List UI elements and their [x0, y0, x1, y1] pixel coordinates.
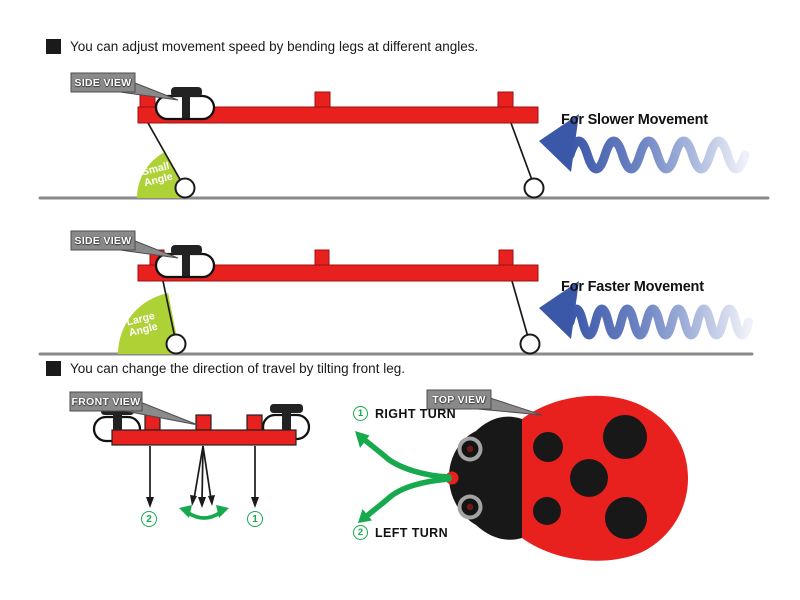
- heading-text: You can adjust movement speed by bending…: [70, 39, 479, 54]
- bolt-stem: [182, 253, 190, 276]
- top-view-tag: [426, 389, 492, 410]
- front-left-leg-number: 2: [141, 511, 157, 527]
- body-tab: [195, 414, 212, 431]
- right-turn-arrow-head-icon: [355, 431, 370, 448]
- side-view-fast-diagram: [38, 230, 754, 356]
- slower-movement-label: For Slower Movement: [561, 112, 708, 128]
- bullet-icon: [46, 361, 61, 376]
- tilt-arc: [185, 510, 223, 520]
- slower-wavy-arrow-icon: [565, 136, 750, 174]
- tilt-arrow-right-icon: [216, 505, 229, 518]
- right-turn-legend: 1 RIGHT TURN: [353, 406, 456, 421]
- left-turn-number: 2: [353, 525, 368, 540]
- rear-foot: [523, 177, 545, 199]
- robot-body-bar: [137, 264, 539, 282]
- bullet-icon: [46, 39, 61, 54]
- side-view-tag-label: SIDE VIEW: [74, 234, 132, 247]
- bolt-stem: [113, 414, 122, 440]
- down-arrow-icon: [190, 495, 197, 506]
- left-turn-arrow-head-icon: [358, 509, 372, 523]
- heading-text: You can change the direction of travel b…: [70, 361, 405, 376]
- shell-spot: [603, 415, 647, 459]
- bolt-cap: [171, 87, 202, 97]
- robot-body-bar: [137, 106, 539, 124]
- rear-foot: [519, 333, 541, 355]
- front-foot: [174, 177, 196, 199]
- left-turn-arrow: [365, 476, 452, 518]
- down-arrow-icon: [251, 497, 259, 508]
- left-turn-label: LEFT TURN: [375, 525, 449, 540]
- down-arrow-icon: [146, 497, 154, 508]
- left-turn-legend: 2 LEFT TURN: [353, 525, 448, 540]
- down-arrow-icon: [198, 497, 206, 508]
- bolt-stem: [282, 412, 291, 438]
- ladybug-head: [449, 416, 522, 540]
- right-turn-label: RIGHT TURN: [375, 406, 457, 421]
- faster-movement-label: For Faster Movement: [561, 279, 704, 295]
- right-turn-number: 1: [353, 406, 368, 421]
- robot-body-bar: [111, 429, 297, 446]
- front-right-leg-number: 1: [247, 511, 263, 527]
- front-leg: [162, 280, 176, 339]
- shell-spot: [533, 432, 563, 462]
- body-tab: [314, 91, 331, 108]
- direction-section-heading: You can change the direction of travel b…: [46, 361, 746, 377]
- shell-spot: [570, 459, 608, 497]
- right-turn-arrow: [363, 438, 452, 480]
- front-view-tag: [69, 391, 143, 412]
- large-angle-wedge: [117, 293, 180, 354]
- front-foot: [165, 333, 187, 355]
- eye-center: [466, 503, 474, 511]
- shell-spot: [533, 497, 561, 525]
- top-view-diagram: [355, 389, 688, 561]
- side-view-tag: [70, 230, 136, 251]
- faster-wavy-arrow-icon: [565, 304, 753, 340]
- center-leg-tilt-left: [193, 445, 204, 500]
- bolt-cap: [270, 404, 303, 413]
- rear-leg: [510, 122, 533, 181]
- front-leg: [147, 122, 183, 184]
- body-tab: [497, 91, 514, 108]
- side-view-tag-label: SIDE VIEW: [74, 76, 132, 89]
- body-tab: [314, 249, 330, 266]
- tilt-arrow-left-icon: [179, 505, 192, 518]
- eye-center: [466, 445, 474, 453]
- bolt-stem: [182, 95, 190, 118]
- body-tab: [246, 414, 263, 431]
- speed-section-heading: You can adjust movement speed by bending…: [46, 39, 746, 55]
- front-view-tag-label: FRONT VIEW: [71, 395, 141, 408]
- bolt-cap: [171, 245, 202, 255]
- center-leg-tilt-right: [202, 445, 212, 500]
- body-tab: [498, 249, 514, 266]
- shell-spot: [605, 497, 647, 539]
- side-view-slow-diagram: [38, 72, 770, 200]
- center-leg-straight: [201, 445, 204, 502]
- down-arrow-icon: [208, 495, 215, 506]
- top-view-tag-label: TOP VIEW: [432, 393, 486, 406]
- front-view-diagram: [69, 391, 311, 520]
- rear-leg: [511, 280, 529, 338]
- side-view-tag: [70, 72, 136, 93]
